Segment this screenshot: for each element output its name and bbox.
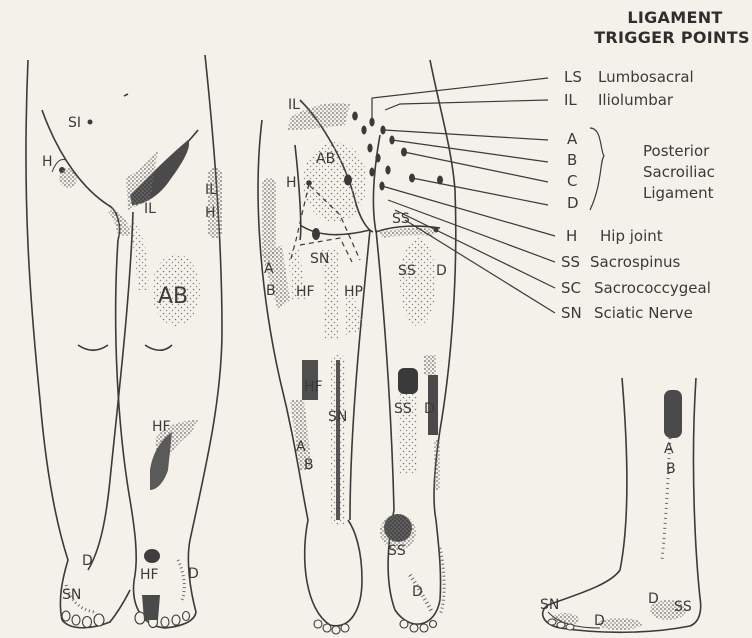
back-label-ss-calf: SS: [394, 402, 412, 416]
side-label-d2: D: [648, 592, 659, 606]
legend-code-c: C: [567, 174, 577, 189]
back-label-sn-lower: SN: [328, 410, 347, 424]
legend-name-h: Hip joint: [600, 229, 663, 244]
legend-code-a: A: [567, 132, 577, 147]
back-label-d-heel: D: [412, 585, 423, 599]
front-label-il: IL: [144, 202, 156, 216]
side-label-a: A: [664, 442, 674, 456]
front-label-sn-left: SN: [62, 588, 81, 602]
legend-name-ls: Lumbosacral: [598, 70, 694, 85]
back-label-ss-top: SS: [392, 212, 410, 226]
legend-code-h: H: [566, 229, 577, 244]
legend-code-d: D: [567, 196, 579, 211]
legend-group-line-2: Sacroiliac: [643, 165, 715, 180]
legend-name-il: Iliolumbar: [598, 93, 673, 108]
back-label-ss-mid: SS: [398, 264, 416, 278]
front-view-legs: [26, 55, 222, 628]
back-label-d-mid: D: [436, 264, 447, 278]
side-label-ss: SS: [674, 600, 692, 614]
back-view-toes: [314, 620, 437, 634]
front-label-h-side: H: [205, 206, 216, 220]
legend-code-b: B: [567, 153, 577, 168]
legend-group-line-3: Ligament: [643, 186, 713, 201]
legend-name-sc: Sacrococcygeal: [594, 281, 711, 296]
back-label-hf: HF: [296, 285, 315, 299]
back-label-hf-lower: HF: [304, 380, 323, 394]
back-label-ab: AB: [316, 152, 335, 166]
legend-name-sn: Sciatic Nerve: [594, 306, 693, 321]
front-label-ab: AB: [158, 286, 188, 308]
front-label-hf: HF: [152, 420, 171, 434]
front-label-hf-foot: HF: [140, 568, 159, 582]
legend-code-sc: SC: [561, 281, 581, 296]
back-label-b: B: [266, 284, 276, 298]
front-label-d-left: D: [82, 554, 93, 568]
side-foot-trigger-zones: [548, 390, 686, 630]
back-label-ss-heel: SS: [388, 544, 406, 558]
side-label-d1: D: [594, 614, 605, 628]
title-line-2: TRIGGER POINTS: [594, 30, 750, 46]
front-view-trigger-zones: [52, 120, 222, 621]
back-label-h: H: [286, 176, 297, 190]
legend-code-il: IL: [564, 93, 577, 108]
back-label-il: IL: [288, 98, 300, 112]
title-line-1: LIGAMENT: [600, 10, 750, 26]
legend-code-ls: LS: [564, 70, 582, 85]
legend-code-sn: SN: [561, 306, 582, 321]
legend-name-ss: Sacrospinus: [590, 255, 680, 270]
side-label-b: B: [666, 462, 676, 476]
side-label-sn: SN: [540, 598, 559, 612]
front-label-d-right: D: [188, 567, 199, 581]
legend-group-line-1: Posterior: [643, 144, 709, 159]
legend-code-ss: SS: [561, 255, 580, 270]
front-label-si: SI: [68, 116, 81, 130]
front-label-h: H: [42, 155, 53, 169]
back-label-d-calf: D: [424, 402, 435, 416]
front-view-toes: [62, 611, 190, 628]
back-label-b-lower: B: [304, 458, 314, 472]
back-label-a-lower: A: [296, 440, 306, 454]
back-label-sn: SN: [310, 252, 329, 266]
back-label-a: A: [264, 262, 274, 276]
front-label-il-side: IL: [205, 183, 217, 197]
back-label-hp: HP: [344, 285, 363, 299]
